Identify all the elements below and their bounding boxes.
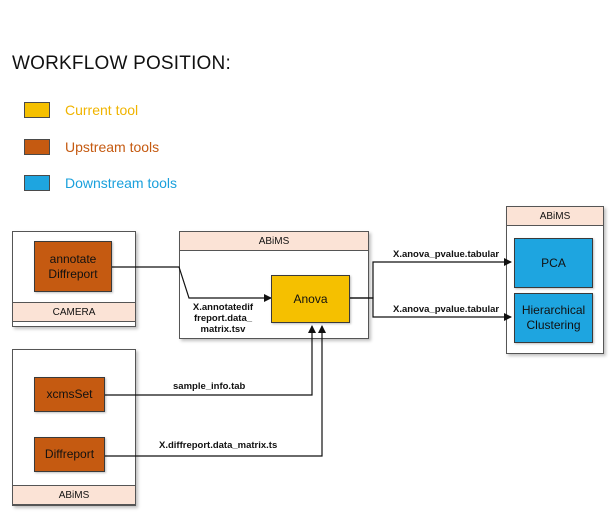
node-annotate-diffreport[interactable]: annotate Diffreport [34,241,112,292]
edge-label-anova-to-hierarchical: X.anova_pvalue.tabular [393,304,500,315]
node-anova[interactable]: Anova [271,275,350,323]
group-label-abims-center: ABiMS [179,231,369,251]
legend-swatch-downstream [24,175,50,191]
group-label-camera: CAMERA [12,302,136,322]
edge-anova-to-hierarchical [350,297,512,321]
node-diffreport[interactable]: Diffreport [34,437,105,472]
legend-swatch-current [24,102,50,118]
edge-label-annotate-to-anova: X.annotatedif freport.data_ matrix.tsv [192,302,254,335]
page-title: WORKFLOW POSITION: [12,53,231,74]
edge-annotate-to-anova [112,266,272,302]
legend-swatch-upstream [24,139,50,155]
group-label-abims-right: ABiMS [506,206,604,226]
group-abims-bottom [12,349,136,506]
legend-label-downstream: Downstream tools [65,175,178,191]
edge-xcmsset-to-anova [105,325,316,396]
node-hierarchical-clustering[interactable]: Hierarchical Clustering [514,293,593,343]
edge-anova-to-pca [350,258,512,299]
legend-label-upstream: Upstream tools [65,139,160,155]
node-pca[interactable]: PCA [514,238,593,288]
edge-label-diffreport-to-anova: X.diffreport.data_matrix.ts [159,440,278,451]
group-label-abims-bottom: ABiMS [12,485,136,505]
legend-label-current: Current tool [65,102,139,118]
edge-diffreport-to-anova [105,325,326,457]
node-xcmsset[interactable]: xcmsSet [34,377,105,412]
edge-label-xcmsset-to-anova: sample_info.tab [173,381,246,392]
edge-label-anova-to-pca: X.anova_pvalue.tabular [393,249,500,260]
